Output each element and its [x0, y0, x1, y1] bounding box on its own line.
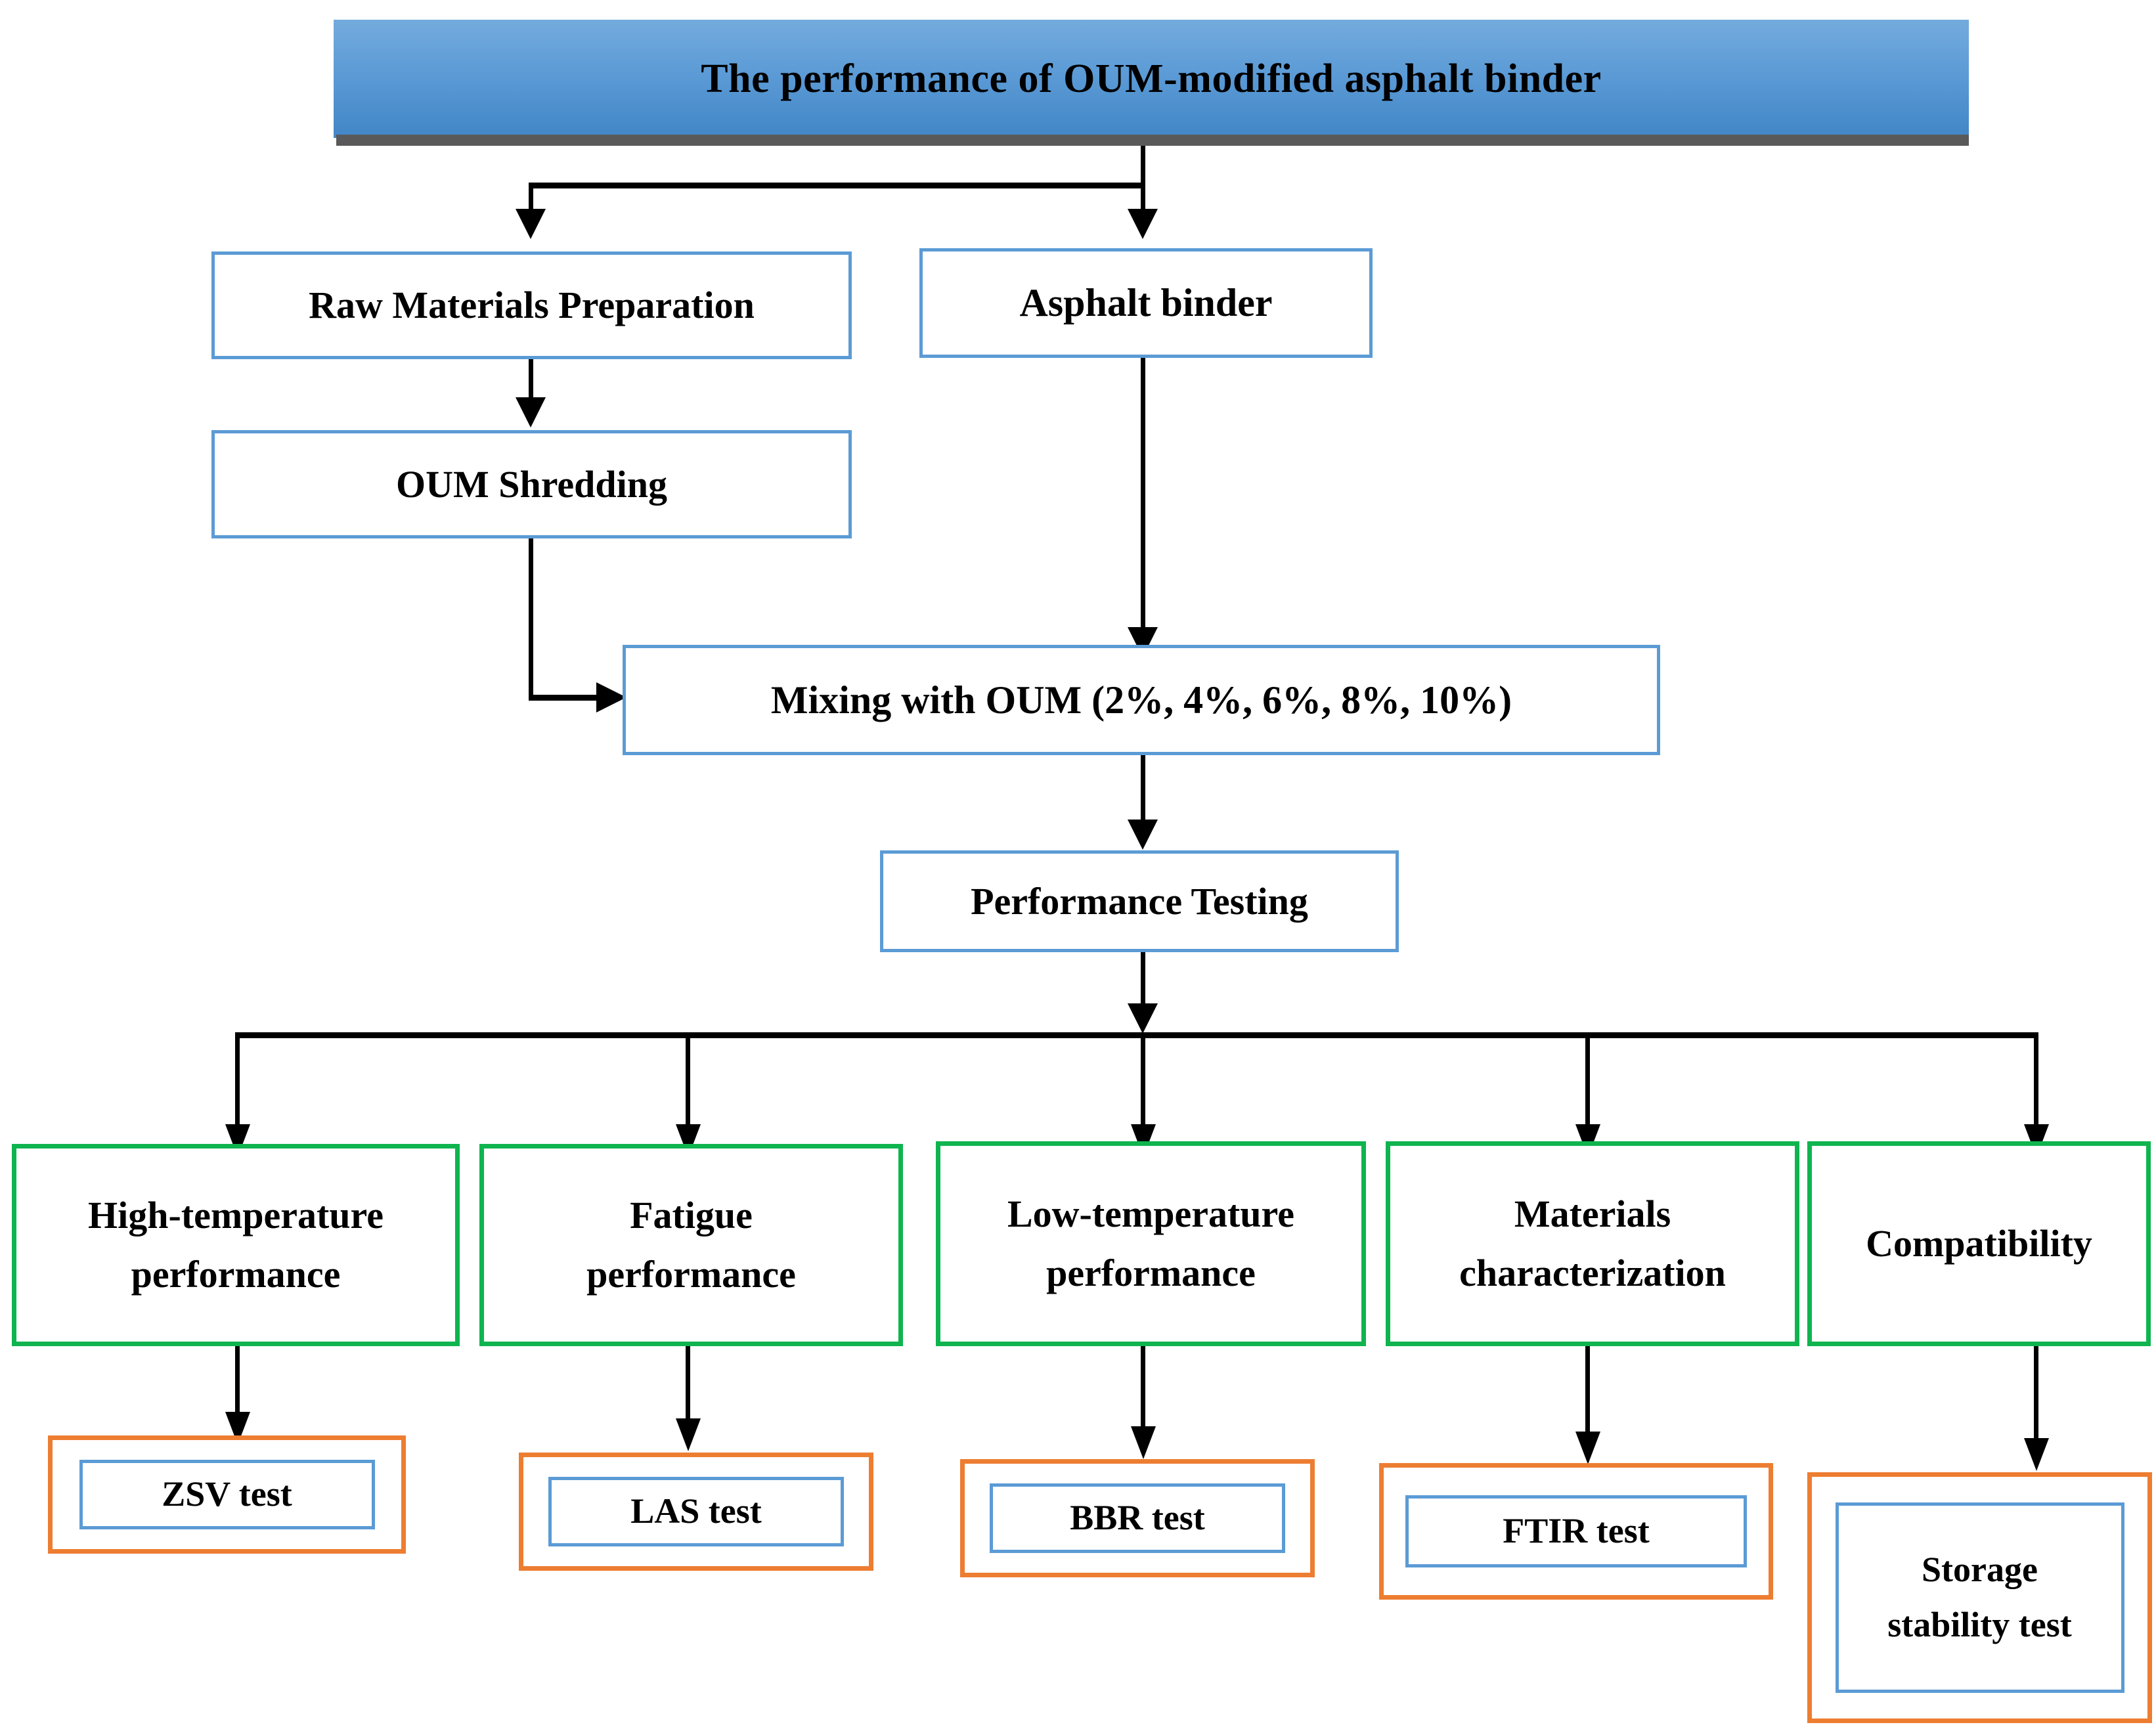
connector-branch-materials-characterization: [1585, 1032, 1590, 1131]
node-las-test-container[interactable]: LAS test: [519, 1453, 873, 1571]
node-label: Raw Materials Preparation: [309, 284, 755, 327]
node-label: OUM Shredding: [395, 462, 668, 506]
node-mixing-with-oum[interactable]: Mixing with OUM (2%, 4%, 6%, 8%, 10%): [623, 645, 1660, 755]
node-low-temperature-performance[interactable]: Low-temperature performance: [936, 1141, 1366, 1346]
node-label: FTIR test: [1503, 1511, 1650, 1551]
arrowhead-to-storage-stability-test: [2024, 1438, 2049, 1471]
node-label-line2: performance: [1046, 1252, 1256, 1294]
node-label: Compatibility: [1866, 1222, 2092, 1265]
connector-branch-fatigue: [686, 1032, 690, 1131]
node-asphalt-binder[interactable]: Asphalt binder: [919, 248, 1373, 358]
node-label-line2: characterization: [1459, 1252, 1726, 1294]
connector-performance-testing-stem: [1141, 952, 1145, 1008]
node-zsv-test-container[interactable]: ZSV test: [48, 1435, 406, 1554]
node-high-temperature-performance[interactable]: High-temperature performance: [12, 1144, 460, 1346]
title-banner-shadow: [336, 135, 1969, 146]
node-compatibility[interactable]: Compatibility: [1807, 1141, 2151, 1346]
node-label: LAS test: [630, 1491, 762, 1531]
connector-high-temperature-to-zsv: [235, 1346, 240, 1418]
connector-branch-compatibility: [2034, 1032, 2038, 1131]
connector-title-to-asphalt-binder: [1141, 183, 1145, 213]
node-ftir-test-container[interactable]: FTIR test: [1379, 1463, 1773, 1600]
node-label-line1: Fatigue: [630, 1194, 753, 1237]
connector-compatibility-to-storage: [2034, 1346, 2038, 1445]
connector-title-to-raw-materials: [529, 183, 533, 213]
node-storage-stability-test-container[interactable]: Storage stability test: [1807, 1472, 2152, 1723]
node-las-test[interactable]: LAS test: [548, 1477, 844, 1546]
node-ftir-test[interactable]: FTIR test: [1405, 1495, 1747, 1567]
connector-asphalt-binder-to-mixing: [1141, 358, 1145, 634]
connector-title-bus: [529, 183, 1145, 188]
node-label-line1: Materials: [1514, 1193, 1671, 1236]
connector-branch-low-temperature: [1141, 1032, 1145, 1131]
connector-oum-shredding-horizontal: [529, 695, 601, 701]
connector-materials-to-ftir: [1585, 1346, 1590, 1438]
connector-raw-materials-to-oum-shredding: [529, 359, 533, 404]
connector-low-temperature-to-bbr: [1141, 1346, 1145, 1433]
connector-mixing-to-performance-testing: [1141, 755, 1145, 826]
node-oum-shredding[interactable]: OUM Shredding: [211, 430, 852, 538]
arrowhead-to-ftir-test: [1575, 1432, 1600, 1464]
node-label-line1: High-temperature: [88, 1194, 384, 1237]
node-label: Materials characterization: [1453, 1185, 1732, 1303]
connector-branch-high-temperature: [235, 1032, 240, 1131]
node-label: Low-temperature performance: [1001, 1185, 1301, 1303]
node-label: ZSV test: [162, 1474, 292, 1514]
node-label-line1: Storage: [1922, 1550, 2038, 1590]
node-materials-characterization[interactable]: Materials characterization: [1386, 1141, 1799, 1346]
node-label: Asphalt binder: [1019, 281, 1273, 324]
node-zsv-test[interactable]: ZSV test: [79, 1460, 375, 1529]
page-title: The performance of OUM-modified asphalt …: [701, 56, 1602, 101]
node-label-line2: performance: [131, 1253, 341, 1296]
node-label: Performance Testing: [971, 879, 1308, 923]
connector-performance-testing-bus: [235, 1032, 2038, 1038]
node-label: BBR test: [1070, 1498, 1205, 1538]
connector-title-stem: [1141, 146, 1145, 185]
node-fatigue-performance[interactable]: Fatigue performance: [479, 1144, 903, 1346]
arrowhead-to-performance-testing: [1128, 820, 1158, 850]
arrowhead-to-oum-shredding: [516, 397, 546, 427]
node-label: Mixing with OUM (2%, 4%, 6%, 8%, 10%): [770, 678, 1512, 722]
connector-fatigue-to-las: [686, 1346, 690, 1425]
node-bbr-test-container[interactable]: BBR test: [960, 1459, 1315, 1577]
node-label: Storage stability test: [1881, 1543, 2078, 1652]
arrowhead-to-las-test: [676, 1418, 701, 1451]
node-performance-testing[interactable]: Performance Testing: [880, 850, 1399, 952]
node-label: High-temperature performance: [81, 1186, 390, 1304]
arrowhead-to-mixing-left: [596, 682, 627, 712]
connector-oum-shredding-vertical: [529, 538, 533, 699]
node-raw-materials-preparation[interactable]: Raw Materials Preparation: [211, 252, 852, 359]
node-label-line2: performance: [586, 1253, 796, 1296]
arrowhead-to-bbr-test: [1131, 1426, 1156, 1459]
node-label-line1: Low-temperature: [1007, 1193, 1294, 1236]
node-label-line2: stability test: [1887, 1605, 2072, 1644]
node-bbr-test[interactable]: BBR test: [990, 1483, 1285, 1553]
node-label: Fatigue performance: [580, 1186, 803, 1304]
arrowhead-to-asphalt-binder: [1128, 209, 1158, 239]
title-banner: The performance of OUM-modified asphalt …: [334, 20, 1969, 138]
arrowhead-to-raw-materials: [516, 209, 546, 239]
arrowhead-performance-testing-bus: [1128, 1003, 1158, 1034]
node-storage-stability-test[interactable]: Storage stability test: [1835, 1502, 2124, 1693]
